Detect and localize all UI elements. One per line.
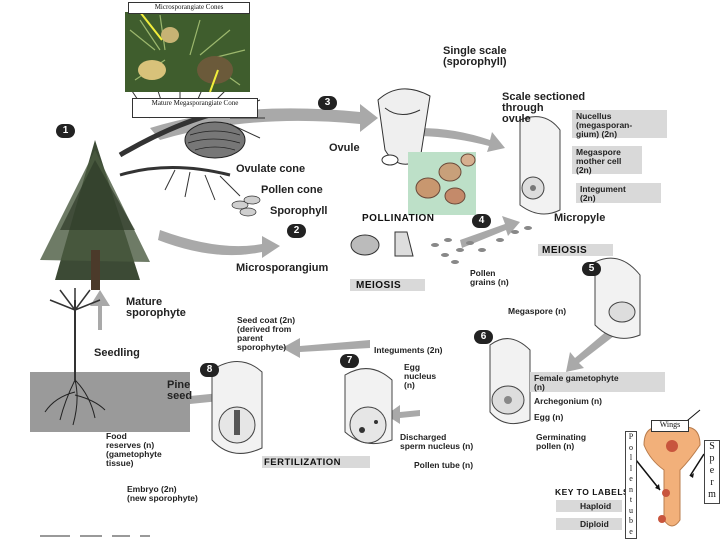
label-seedling: Seedling bbox=[94, 348, 140, 359]
step-7-badge: 7 bbox=[340, 354, 359, 368]
label-seed-coat: Seed coat (2n) (derived from parent spor… bbox=[237, 316, 295, 352]
key-diploid: Diploid bbox=[580, 520, 609, 529]
label-female-gametophyte: Female gametophyte (n) bbox=[534, 374, 619, 392]
ovule-section-fertilization bbox=[345, 369, 392, 444]
ovule-section-female-gametophyte bbox=[490, 339, 530, 424]
step-8-badge: 8 bbox=[200, 363, 219, 377]
label-egg: Egg (n) bbox=[534, 413, 563, 422]
pollen-grains bbox=[431, 226, 532, 264]
step-5-badge: 5 bbox=[582, 262, 601, 276]
label-nucellus: Nucellus (megasporan- gium) (2n) bbox=[576, 112, 632, 139]
label-fertilization: Fertilization bbox=[264, 457, 341, 468]
label-micropyle: Micropyle bbox=[554, 213, 605, 224]
step-6-badge: 6 bbox=[474, 330, 493, 344]
ovule-section-megaspore bbox=[595, 258, 640, 338]
sporophyll-illustration bbox=[351, 232, 413, 256]
label-microsporangium: Microsporangium bbox=[236, 263, 328, 274]
step-1-badge: 1 bbox=[56, 124, 75, 138]
label-archegonium: Archegonium (n) bbox=[534, 397, 602, 406]
label-meiosis-left: Meiosis bbox=[356, 280, 401, 291]
label-egg-nucleus: Egg nucleus (n) bbox=[404, 363, 436, 390]
pollen-micrograph bbox=[408, 152, 476, 215]
wings-label: Wings bbox=[651, 420, 689, 432]
label-megaspore: Megaspore (n) bbox=[508, 307, 566, 316]
label-integuments: Integuments (2n) bbox=[374, 346, 442, 355]
step-2-badge: 2 bbox=[287, 224, 306, 238]
microsporangiate-caption: Microsporangiate Cones bbox=[128, 2, 250, 14]
label-meiosis-right: Meiosis bbox=[542, 245, 587, 256]
footer-smudge bbox=[40, 535, 150, 537]
label-ovule: Ovule bbox=[329, 143, 360, 154]
label-pine-seed: Pine seed bbox=[167, 380, 192, 402]
pine-seed-section bbox=[212, 361, 262, 453]
key-haploid: Haploid bbox=[580, 502, 611, 511]
label-integument: Integument (2n) bbox=[580, 185, 626, 203]
step-4-badge: 4 bbox=[472, 214, 491, 228]
label-sporophyll: Sporophyll bbox=[270, 206, 327, 217]
label-single-scale: Single scale (sporophyll) bbox=[443, 46, 507, 68]
microsporangiate-photo bbox=[125, 12, 250, 92]
key-title: Key to labels bbox=[555, 487, 629, 497]
label-pollination: Pollination bbox=[362, 213, 435, 224]
label-pollen-grains: Pollen grains (n) bbox=[470, 269, 509, 287]
ovule-section-top bbox=[520, 117, 560, 214]
label-germinating-pollen: Germinating pollen (n) bbox=[536, 433, 586, 451]
label-mature-sporophyte: Mature sporophyte bbox=[126, 297, 186, 319]
label-megaspore-mother-cell: Megaspore mother cell (2n) bbox=[576, 148, 621, 175]
step-3-badge: 3 bbox=[318, 96, 337, 110]
label-discharged-sperm: Discharged sperm nucleus (n) bbox=[400, 433, 473, 451]
label-food-reserves: Food reserves (n) (gametophyte tissue) bbox=[106, 432, 162, 468]
megasporangiate-caption: Mature Megasporangiate Cone bbox=[132, 98, 258, 118]
label-ovulate-cone: Ovulate cone bbox=[236, 164, 305, 175]
label-embryo: Embryo (2n) (new sporophyte) bbox=[127, 485, 198, 503]
label-pollen-tube: Pollen tube (n) bbox=[414, 461, 473, 470]
label-pollen-cone: Pollen cone bbox=[261, 185, 323, 196]
